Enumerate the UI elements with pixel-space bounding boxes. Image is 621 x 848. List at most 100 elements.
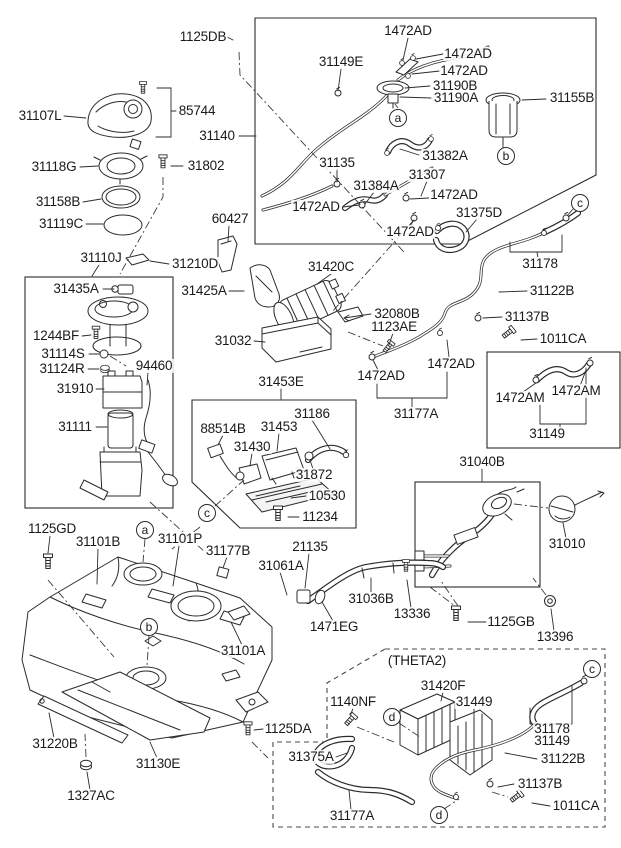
canister-valve-box: [191, 399, 357, 529]
part-label-1125GB: 1125GB: [486, 613, 536, 630]
part-label-1472AD: 1472AD: [291, 198, 341, 215]
part-label-31101P: 31101P: [156, 530, 204, 547]
part-label-31178: 31178: [521, 255, 559, 272]
part-label-31122B: 31122B: [528, 282, 576, 299]
part-label-1472AD: 1472AD: [443, 45, 493, 62]
filler-neck-box: [414, 481, 541, 588]
part-label-94460: 94460: [134, 357, 174, 374]
part-label-31010: 31010: [547, 535, 587, 552]
part-label-31307: 31307: [407, 166, 447, 183]
part-label-85744: 85744: [177, 102, 217, 119]
part-label-31114S: 31114S: [40, 345, 86, 362]
part-label-31140: 31140: [198, 127, 236, 144]
part-label-31149: 31149: [528, 425, 566, 442]
part-label-88514B: 88514B: [199, 420, 247, 437]
part-label-13396: 13396: [535, 628, 575, 645]
part-label-31177B: 31177B: [204, 542, 252, 559]
part-label-31101B: 31101B: [74, 533, 122, 550]
part-label-31107L: 31107L: [17, 107, 63, 124]
part-label-31190A: 31190A: [432, 89, 480, 106]
part-label-1011CA: 1011CA: [538, 330, 588, 347]
protector-31130E: [61, 671, 211, 741]
part-label-31135: 31135: [318, 154, 356, 171]
part-label-1125DB: 1125DB: [178, 28, 228, 45]
callout-b: b: [140, 618, 158, 636]
part-label-32080B: 32080B: [373, 305, 421, 322]
part-label-60427: 60427: [210, 210, 250, 227]
part-label-31382A: 31382A: [421, 147, 469, 164]
part-label-31384A: 31384A: [352, 177, 400, 194]
part-label-1472AD: 1472AD: [439, 62, 489, 79]
callout-c: c: [198, 504, 216, 522]
part-label-1472AM: 1472AM: [494, 389, 546, 406]
canister-31420F: [399, 693, 456, 756]
part-label-31137B: 31137B: [503, 308, 551, 325]
grommet-31872: [304, 451, 314, 461]
part-label-1327AC: 1327AC: [66, 787, 116, 804]
callout-a: a: [136, 521, 154, 539]
part-label-31177A: 31177A: [328, 807, 376, 824]
part-label-31449: 31449: [454, 693, 494, 710]
canister-31420C: [273, 278, 346, 334]
part-label-31872: 31872: [294, 466, 334, 483]
part-label-31118G: 31118G: [30, 158, 78, 175]
part-label-11234: 11234: [301, 508, 339, 525]
theta2-box: [272, 648, 606, 828]
lock-ring-31118G: [98, 152, 144, 180]
fuel-line-assembly-box: [254, 17, 597, 245]
part-label-1244BF: 1244BF: [31, 327, 81, 344]
clip-31177B: [216, 566, 230, 579]
part-label-31220B: 31220B: [31, 735, 79, 752]
part-label-31101A: 31101A: [219, 642, 267, 659]
part-label-31119C: 31119C: [37, 215, 85, 232]
part-label-1472AD: 1472AD: [426, 355, 476, 372]
part-label-31186: 31186: [293, 405, 331, 422]
part-label-13336: 13336: [392, 605, 432, 622]
pad-31210D: [125, 253, 150, 266]
part-label-31375D: 31375D: [454, 204, 504, 221]
part-label-31178: 31178: [533, 720, 571, 737]
part-label-31130E: 31130E: [134, 755, 182, 772]
part-label-THETA2: (THETA2): [386, 652, 448, 669]
part-label-21135: 21135: [291, 538, 329, 555]
callout-c: c: [571, 194, 589, 212]
callout-c: c: [583, 660, 601, 678]
part-label-31040B: 31040B: [458, 453, 506, 470]
oring-31119C: [103, 214, 143, 236]
part-label-31210D: 31210D: [170, 255, 220, 272]
clamp-1471EG: [314, 589, 326, 605]
part-label-31149: 31149: [533, 732, 571, 749]
part-label-31124R: 31124R: [38, 360, 86, 377]
part-label-31036B: 31036B: [347, 590, 395, 607]
part-label-31453E: 31453E: [257, 373, 305, 390]
callout-d: d: [383, 708, 401, 726]
callout-a: a: [389, 109, 407, 127]
part-label-1011CA: 1011CA: [551, 797, 601, 814]
part-label-31177A: 31177A: [392, 405, 440, 422]
part-label-31190B: 31190B: [431, 77, 479, 94]
part-label-31420C: 31420C: [306, 258, 356, 275]
part-label-1472AD: 1472AD: [383, 22, 433, 39]
part-label-1472AM: 1472AM: [550, 382, 602, 399]
part-label-1125DA: 1125DA: [263, 720, 313, 737]
part-label-1125GD: 1125GD: [26, 520, 78, 537]
part-label-1472AD: 1472AD: [429, 186, 479, 203]
part-label-1140NF: 1140NF: [329, 693, 377, 710]
part-label-31149E: 31149E: [317, 53, 365, 70]
part-label-31155B: 31155B: [548, 89, 596, 106]
part-label-31061A: 31061A: [257, 557, 305, 574]
part-label-31453: 31453: [259, 418, 299, 435]
fuel-pump-31111: [107, 412, 134, 449]
seal-31158B: [101, 185, 141, 209]
part-label-1472AD: 1472AD: [356, 367, 406, 384]
connector-88514B: [207, 443, 224, 459]
callout-b: b: [497, 147, 515, 165]
part-label-31375A: 31375A: [287, 748, 335, 765]
pump-module-box: [24, 276, 174, 509]
part-label-31158B: 31158B: [34, 193, 82, 210]
hose-1472am-box: [486, 351, 621, 449]
